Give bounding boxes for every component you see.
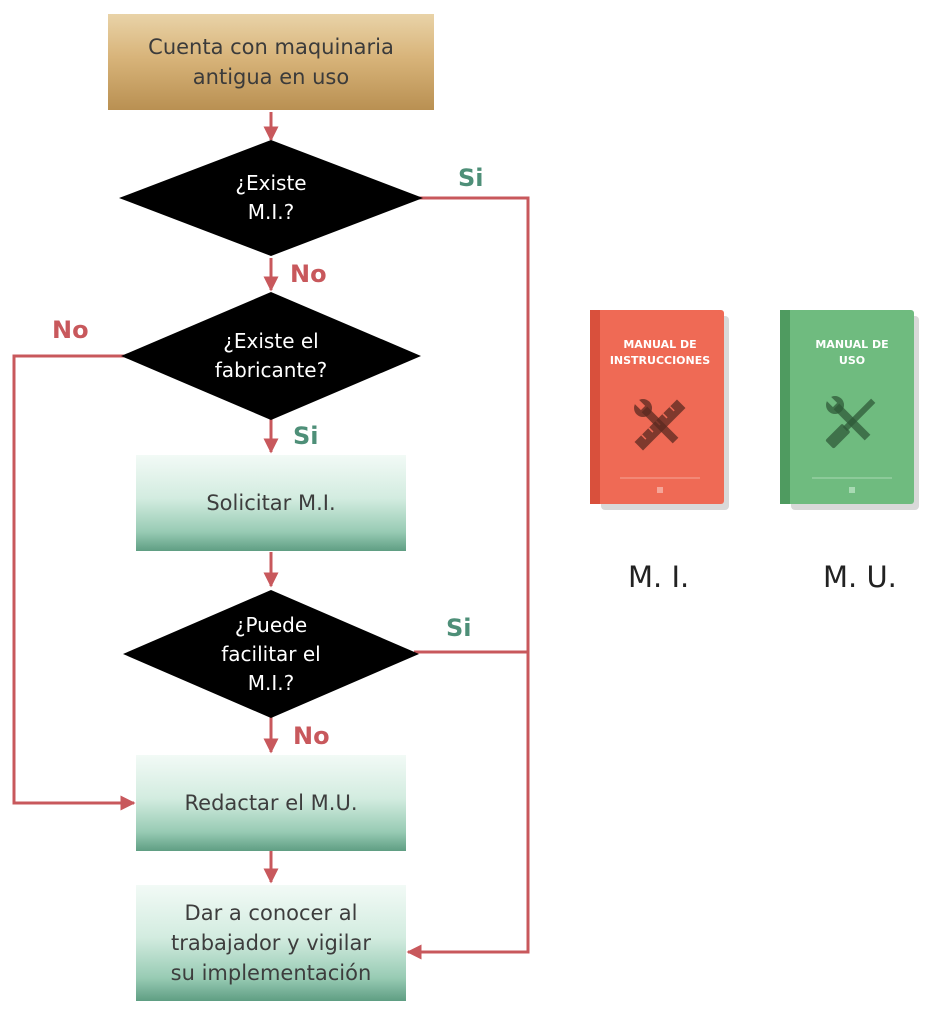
caption-mi: M. I. bbox=[628, 560, 690, 594]
label-fabricante-no: No bbox=[52, 316, 89, 344]
diamond-existe-mi bbox=[119, 140, 423, 256]
start-box: Cuenta con maquinaria antigua en uso bbox=[108, 14, 434, 110]
redactar-box: Redactar el M.U. bbox=[136, 755, 406, 851]
arrow-q1-si-to-dar bbox=[406, 196, 530, 960]
arrow-q2-no-to-redactar bbox=[12, 354, 136, 811]
label-puede-no: No bbox=[293, 722, 330, 750]
label-existe-mi-si: Si bbox=[458, 164, 484, 192]
diamond-existe-fabricante-text: ¿Existe el fabricante? bbox=[214, 329, 328, 382]
caption-mu: M. U. bbox=[823, 560, 897, 594]
label-existe-mi-no: No bbox=[290, 260, 327, 288]
dar-conocer-box: Dar a conocer al trabajador y vigilar su… bbox=[136, 885, 406, 1001]
diamond-puede-facilitar-text: ¿Puede facilitar el M.I.? bbox=[221, 612, 321, 695]
label-puede-si: Si bbox=[446, 614, 472, 642]
diamond-existe-fabricante bbox=[121, 292, 421, 420]
diamond-existe-mi-text: ¿Existe M.I.? bbox=[235, 171, 307, 224]
label-fabricante-si: Si bbox=[293, 422, 319, 450]
solicitar-box: Solicitar M.I. bbox=[136, 455, 406, 551]
diamond-puede-facilitar bbox=[123, 590, 419, 718]
